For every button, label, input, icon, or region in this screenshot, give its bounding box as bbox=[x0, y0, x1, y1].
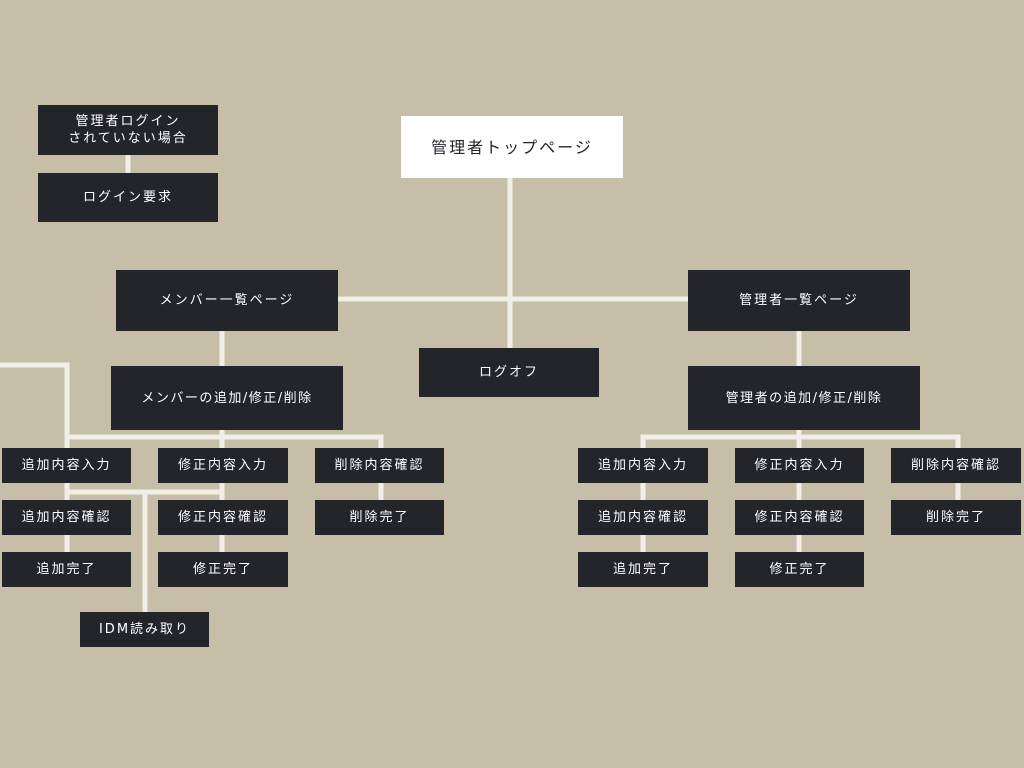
member-delete-done-node: 削除完了 bbox=[315, 500, 444, 535]
idm-read-node: IDM読み取り bbox=[80, 612, 209, 647]
member-edit-input-node: 修正内容入力 bbox=[158, 448, 288, 483]
admin-list-node: 管理者一覧ページ bbox=[688, 270, 910, 331]
not-logged-in-node: 管理者ログイン されていない場合 bbox=[38, 105, 218, 155]
admin-add-done-node: 追加完了 bbox=[578, 552, 708, 587]
login-request-node: ログイン要求 bbox=[38, 173, 218, 222]
member-add-confirm-node: 追加内容確認 bbox=[2, 500, 131, 535]
admin-add-input-node: 追加内容入力 bbox=[578, 448, 708, 483]
admin-edit-input-node: 修正内容入力 bbox=[735, 448, 864, 483]
member-add-done-node: 追加完了 bbox=[2, 552, 131, 587]
admin-crud-node: 管理者の追加/修正/削除 bbox=[688, 366, 920, 430]
member-add-input-node: 追加内容入力 bbox=[2, 448, 131, 483]
top-page-node: 管理者トップページ bbox=[401, 116, 623, 178]
member-edit-confirm-node: 修正内容確認 bbox=[158, 500, 288, 535]
member-delete-confirm-node: 削除内容確認 bbox=[315, 448, 444, 483]
admin-edit-done-node: 修正完了 bbox=[735, 552, 864, 587]
admin-delete-done-node: 削除完了 bbox=[891, 500, 1021, 535]
member-edit-done-node: 修正完了 bbox=[158, 552, 288, 587]
admin-add-confirm-node: 追加内容確認 bbox=[578, 500, 708, 535]
admin-delete-confirm-node: 削除内容確認 bbox=[891, 448, 1021, 483]
member-crud-node: メンバーの追加/修正/削除 bbox=[111, 366, 343, 430]
member-list-node: メンバー一覧ページ bbox=[116, 270, 338, 331]
admin-edit-confirm-node: 修正内容確認 bbox=[735, 500, 864, 535]
logoff-node: ログオフ bbox=[419, 348, 599, 397]
